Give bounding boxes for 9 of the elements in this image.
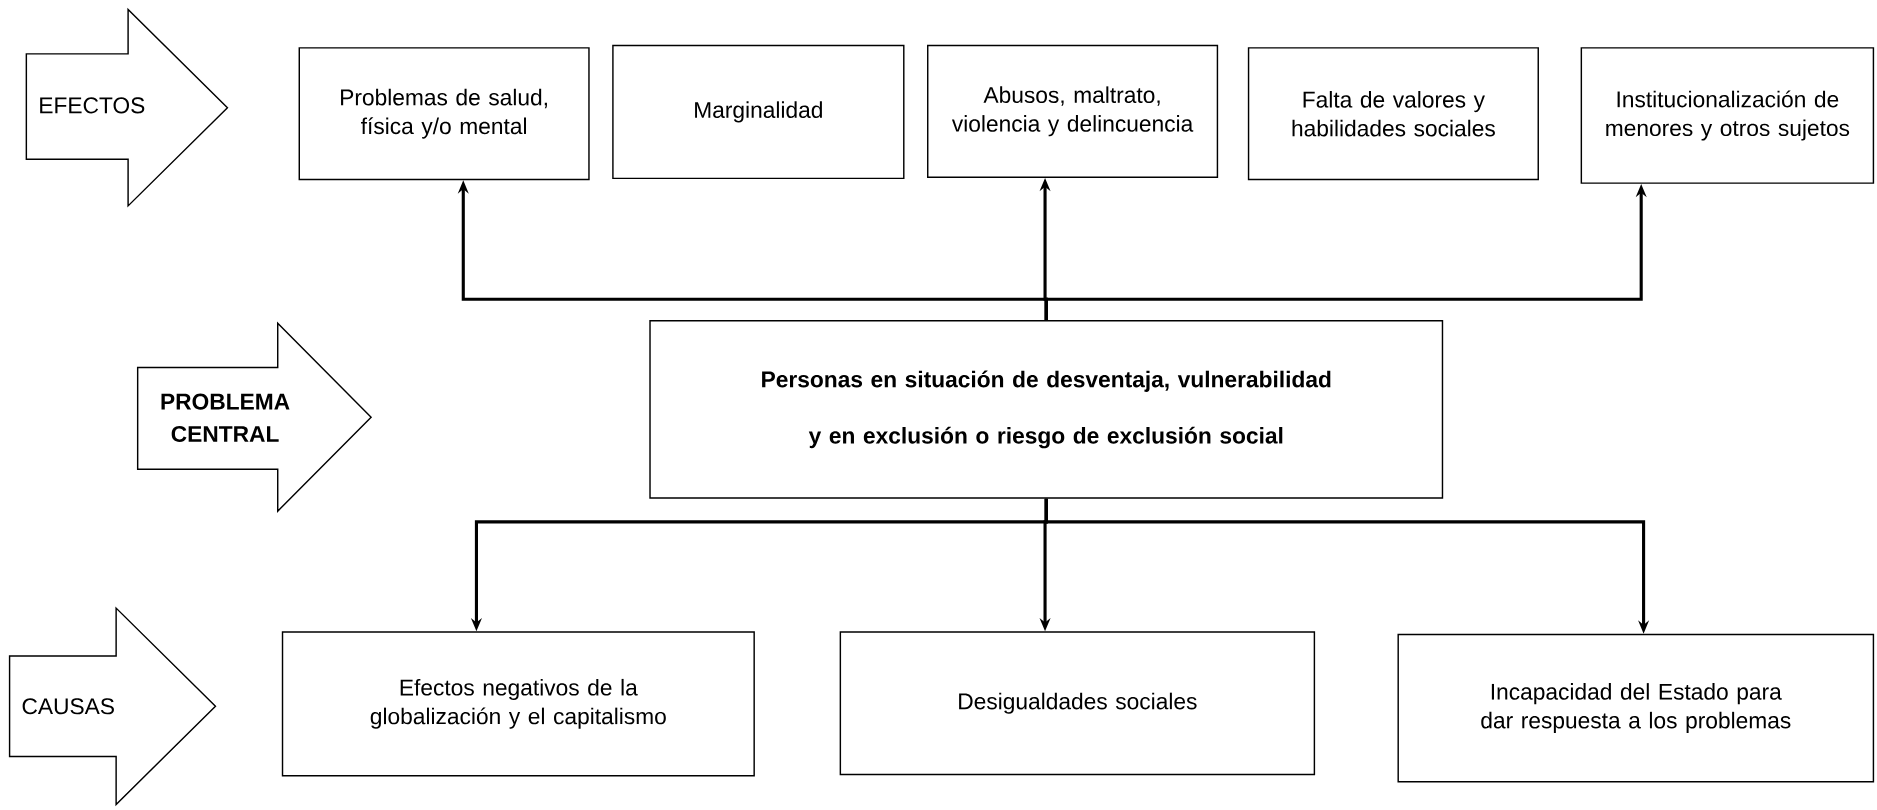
text-box: Marginalidad: [612, 44, 905, 179]
text-box: Efectos negativos de la globalización y el capitalismo: [281, 631, 755, 777]
text-box: Abusos, maltrato, violencia y delincuencia: [927, 44, 1219, 178]
text-box: Incapacidad del Estado para dar respuesta a los problemas: [1397, 633, 1875, 783]
text-box: Falta de valores y habilidades sociales: [1247, 46, 1539, 181]
text-box: Institucionalización de menores y otros sujetos: [1580, 46, 1875, 184]
problem-box: Personas en situación de desventaja, vulnerabilidad y en exclusión o riesgo de exclusión social: [649, 319, 1444, 499]
text-box: Problemas de salud, física y/o mental: [298, 46, 590, 181]
text-box: Desigualdades sociales: [839, 631, 1316, 775]
